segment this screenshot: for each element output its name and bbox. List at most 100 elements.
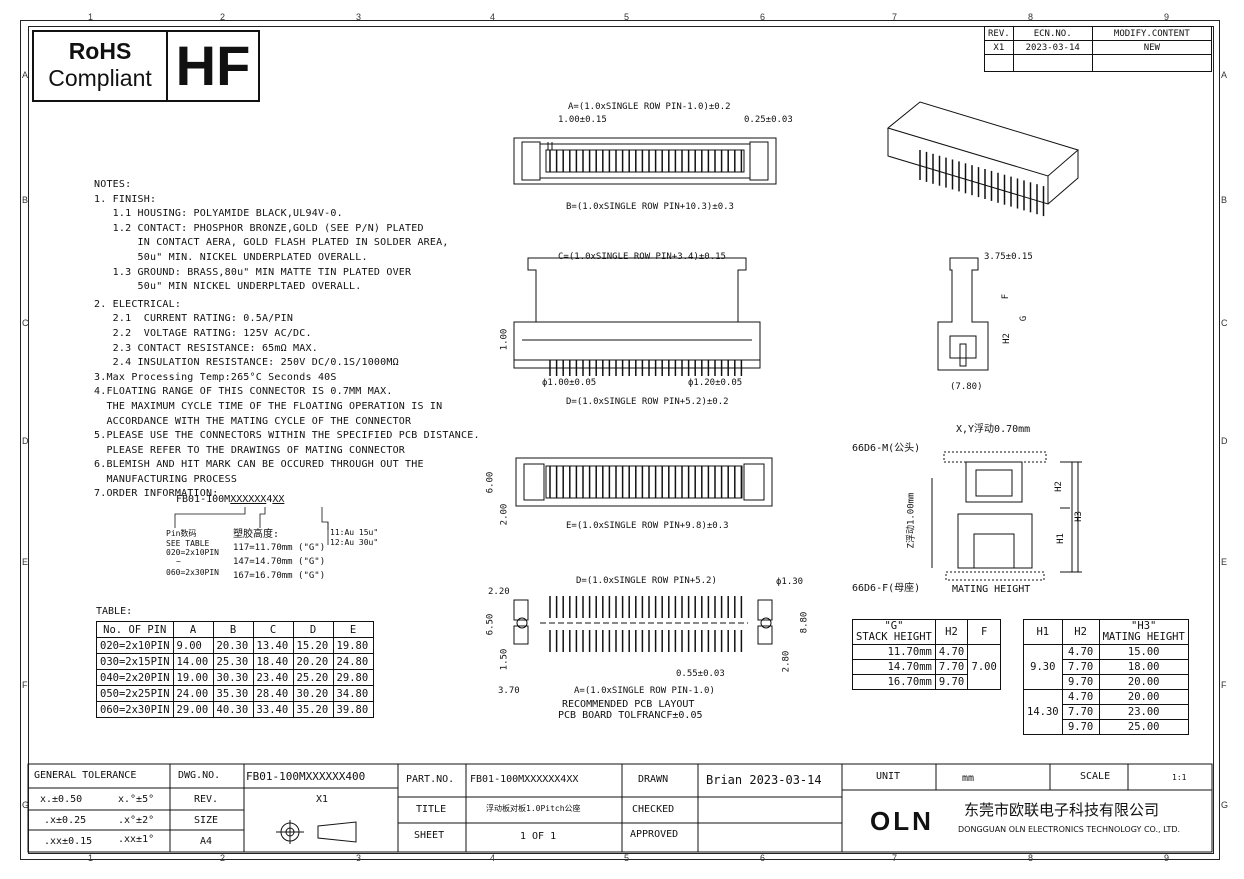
size-value: A4 [200, 836, 213, 847]
stack-h2-cell: 4.70 [934, 644, 969, 660]
note-line: 1.2 CONTACT: PHOSPHOR BRONZE,GOLD (SEE P… [94, 222, 424, 234]
ecn-blank [1012, 54, 1093, 72]
pin-table-title: TABLE: [96, 606, 133, 617]
mating-h2-cell: 9.70 [1061, 674, 1100, 690]
stack-sub: STACK HEIGHT [856, 631, 932, 643]
dim-600: 6.00 [485, 471, 496, 494]
pin-table-cell: 28.40 [252, 685, 294, 702]
note-line: 4.FLOATING RANGE OF THIS CONNECTOR IS 0.… [94, 386, 393, 398]
rohs-hf-badge: RoHS Compliant HF [32, 30, 260, 102]
zone-col-5-bottom: 5 [624, 853, 630, 863]
dim-phi100: ϕ1.00±0.05 [542, 378, 597, 388]
pin-table-header: A [172, 621, 214, 638]
mating-h1-value: 14.30 [1023, 689, 1063, 735]
zone-col-2-bottom: 2 [220, 853, 226, 863]
mating-h3: H3 [1073, 511, 1084, 522]
dim-200: 2.00 [499, 503, 510, 526]
zone-col-9-top: 9 [1164, 12, 1170, 22]
pin-table-cell: 25.30 [212, 653, 254, 670]
scale-value: 1:1 [1172, 773, 1187, 782]
notes-block: NOTES:1. FINISH: 1.1 HOUSING: POLYAMIDE … [94, 178, 480, 502]
rev-header: REV. [984, 26, 1014, 41]
stack-h2-cell: 9.70 [934, 674, 969, 690]
zone-col-3-bottom: 3 [356, 853, 362, 863]
pin-table-cell: 25.20 [292, 669, 334, 686]
pin-020: 020=2x10PIN [166, 548, 219, 557]
note-line: 5.PLEASE USE THE CONNECTORS WITHIN THE S… [94, 430, 480, 442]
plating-12: 12:Au 30u" [330, 538, 379, 547]
stack-f-value: 7.00 [967, 644, 1002, 690]
pin-table-cell: 24.80 [332, 653, 374, 670]
see-table: SEE TABLE [166, 539, 210, 548]
title-label: TITLE [416, 804, 447, 815]
note-line: 2.3 CONTACT RESISTANCE: 65mΩ MAX. [94, 342, 318, 354]
stack-g: "G" [884, 620, 904, 632]
modify-blank [1091, 54, 1213, 72]
mating-h3-cell: 18.00 [1098, 659, 1189, 675]
revision-table: REV. ECN.NO. MODIFY.CONTENT X1 2023-03-1… [984, 26, 1213, 72]
pcb-dim-650: 6.50 [485, 613, 496, 636]
mating-h1: H1 [1055, 533, 1066, 544]
dim-phi120: ϕ1.20±0.05 [688, 378, 743, 388]
height-147: 147=14.70mm ("G") [233, 557, 326, 567]
mating-h2-cell: 4.70 [1061, 689, 1100, 705]
hf-label: HF [175, 34, 251, 97]
compliant-label: Compliant [48, 65, 152, 91]
zone-col-4-bottom: 4 [490, 853, 496, 863]
zone-row-B-left: B [22, 195, 29, 205]
mating-h3-header: "H3"MATING HEIGHT [1098, 619, 1189, 645]
zone-col-9-bottom: 9 [1164, 853, 1170, 863]
drawing-inner-border [28, 26, 1214, 854]
note-line: 3.Max Processing Temp:265°C Seconds 40S [94, 371, 337, 383]
note-line: 2.2 VOLTAGE RATING: 125V AC/DC. [94, 327, 312, 339]
zone-col-8-bottom: 8 [1028, 853, 1034, 863]
mating-h1-header: H1 [1023, 619, 1063, 645]
pin-table-cell: 050=2x25PIN [96, 685, 174, 702]
zone-row-A-left: A [22, 70, 29, 80]
pin-060: 060=2x30PIN [166, 568, 219, 577]
pin-table-cell: 19.80 [332, 637, 374, 654]
dim-100: 1.00 [499, 328, 510, 351]
dim-e: E=(1.0xSINGLE ROW PIN+9.8)±0.3 [566, 521, 729, 531]
dim-pitch: 1.00±0.15 [558, 115, 607, 125]
mating-h3-cell: 20.00 [1098, 674, 1189, 690]
general-tolerance: GENERAL TOLERANCE [34, 770, 137, 781]
height-167: 167=16.70mm ("G") [233, 571, 326, 581]
pin-table-cell: 30.20 [292, 685, 334, 702]
tol-x2-deg: .xx±1° [118, 834, 155, 845]
z-float: Z浮动1.00mm [906, 492, 917, 549]
mating-h1-value: 9.30 [1023, 644, 1063, 690]
rev-value: X1 [984, 40, 1014, 55]
pin-table-cell: 24.00 [172, 685, 214, 702]
zone-col-7-top: 7 [892, 12, 898, 22]
pin-table-cell: 20.30 [212, 637, 254, 654]
pin-table-header: E [332, 621, 374, 638]
zone-col-6-bottom: 6 [760, 853, 766, 863]
pin-table-cell: 9.00 [172, 637, 214, 654]
size-label: SIZE [194, 815, 219, 826]
pin-table-cell: 15.20 [292, 637, 334, 654]
dim-025: 0.25±0.03 [744, 115, 793, 125]
dim-h2-label: H2 [1001, 333, 1012, 344]
dim-g-label: G [1019, 315, 1030, 322]
pcb-dim-a: A=(1.0xSINGLE ROW PIN-1.0) [574, 686, 715, 696]
pin-table-cell: 18.40 [252, 653, 294, 670]
mating-h2: H2 [1053, 481, 1064, 492]
pcb-dim-880: 8.80 [799, 611, 810, 634]
pin-table-cell: 13.40 [252, 637, 294, 654]
pin-table-cell: 39.80 [332, 701, 374, 718]
stack-g-header: "G"STACK HEIGHT [852, 619, 936, 645]
order-x: XXXXXX [230, 494, 267, 505]
note-line: 7.ORDER INFORMATION: [94, 488, 219, 500]
pin-table-cell: 35.20 [292, 701, 334, 718]
order-prefix: FB01-100M [176, 494, 231, 505]
note-line: IN CONTACT AERA, GOLD FLASH PLATED IN SO… [94, 237, 449, 249]
ecn-value: 2023-03-14 [1012, 40, 1093, 55]
dwg-no: FB01-100MXXXXXX400 [246, 770, 366, 783]
